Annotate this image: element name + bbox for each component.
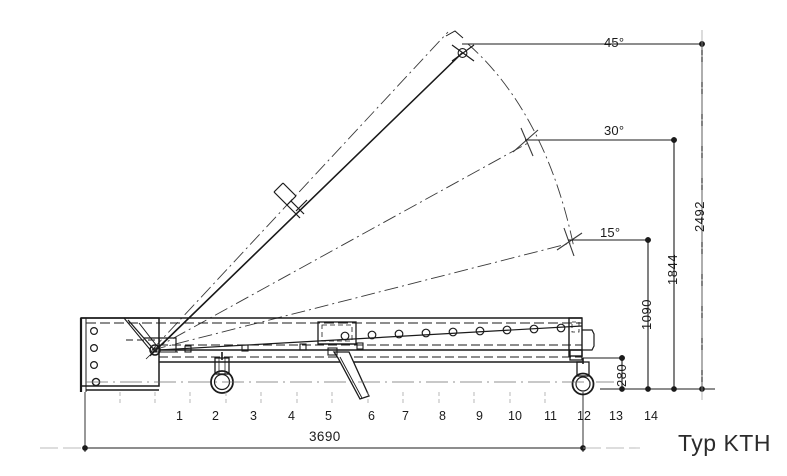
marker-15-cross-a [556,232,583,251]
roller-right-clevis [576,361,590,377]
pivot-pin [149,344,161,356]
scale-ticks [119,392,546,404]
beam-lug [241,344,249,352]
support-leg-mount [327,347,338,356]
roller-assembly-right [569,349,595,396]
scale-number-1: 1 [176,409,183,423]
beam-lugs [184,342,364,353]
arm-45-degrees [145,30,475,360]
angle-label-15: 15° [600,225,621,240]
beam-hole [394,329,404,339]
scale-number-6: 6 [368,409,375,423]
roller-assembly-left [210,352,234,394]
cylinder-rod-2 [290,200,305,215]
arm-45-inner-edge [145,59,456,360]
beam-lug [184,345,192,353]
tip-bracket [445,30,464,39]
mid-box-hidden [321,324,353,342]
endpoint-marker-15 [556,227,583,257]
beam-lug [299,343,307,351]
beam-hole [475,326,485,336]
angle-label-30: 30° [604,123,625,138]
centre-line-30 [151,142,529,351]
dim-label-1090: 1090 [639,299,654,330]
scale-number-12: 12 [577,409,591,423]
beam-hole [529,324,539,334]
drawing-title: Typ KTH [678,430,771,456]
swing-arc [467,43,575,249]
tip-circle [457,48,468,58]
beam-hole [340,331,350,341]
dim-label-2492: 2492 [692,201,707,232]
arm-45-cylinder-detail [273,182,308,219]
left-housing-bolt-1 [89,327,98,336]
left-end-housing [79,317,160,392]
scale-number-10: 10 [508,409,522,423]
centre-line-15 [151,242,572,351]
scale-number-4: 4 [288,409,295,423]
left-housing-bolt-3 [89,361,98,370]
scale-number-7: 7 [402,409,409,423]
right-bracket-outline [568,317,583,357]
scale-number-14: 14 [644,409,658,423]
angle-label-45: 45° [604,35,625,50]
support-leg [327,347,370,400]
cylinder-rod [286,204,301,219]
pivot-wedge [123,317,178,356]
scale-number-9: 9 [476,409,483,423]
support-leg-body [332,351,370,400]
tip-cross-b [451,44,475,62]
roller-right-hub [575,376,591,392]
machine-chassis [79,317,614,400]
beam-hole [421,328,431,338]
arm-45-tip-marker [445,30,475,62]
cylinder-tab-top [273,182,284,193]
right-bracket-hook [582,329,595,351]
cylinder-cap-right [286,195,297,206]
right-end-bracket [568,317,595,357]
marker-30-cross-a [512,129,539,153]
beam-hole [556,323,566,333]
beam-lug [356,342,364,350]
dim-label-280: 280 [614,363,629,387]
scale-number-3: 3 [250,409,257,423]
angle-centre-lines [151,31,575,351]
endpoint-marker-30 [512,127,539,157]
scale-number-5: 5 [325,409,332,423]
dimension-lines [40,30,715,452]
beam-hole [502,325,512,335]
cylinder-cap-left [273,191,288,206]
beam-hole [367,330,377,340]
left-housing-bolt-2 [89,344,98,353]
scale-number-2: 2 [212,409,219,423]
cylinder-top-edge [282,182,297,197]
roller-right-mount [569,349,583,361]
scale-number-11: 11 [544,409,557,423]
support-leg-rib [339,356,363,399]
pivot-pin-core [152,347,158,353]
scale-number-8: 8 [439,409,446,423]
dim-label-3690: 3690 [309,429,341,444]
marker-15-cross-b [563,227,575,257]
cylinder-flange [295,199,308,212]
beam-bolt-holes [340,323,566,341]
dim-label-1844: 1844 [665,254,680,285]
scale-number-13: 13 [609,409,623,423]
beam-hole [448,327,458,337]
marker-30-cross-b [520,127,534,157]
centre-line-45 [151,31,449,351]
pivot-plate [144,337,177,352]
mid-mounting-box [317,321,357,345]
